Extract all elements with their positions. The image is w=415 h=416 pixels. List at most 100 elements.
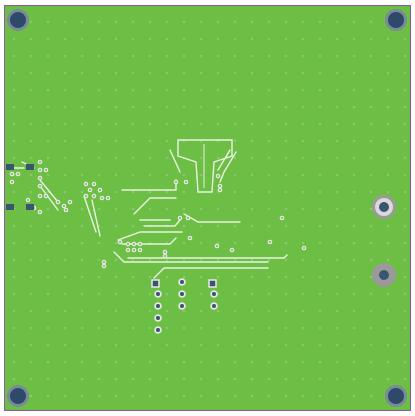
stitch-via	[386, 224, 390, 228]
stitch-via	[318, 309, 322, 313]
stitch-via	[284, 173, 288, 177]
stitch-via	[97, 37, 101, 41]
stitch-via	[284, 258, 288, 262]
stitch-via	[403, 275, 407, 279]
stitch-via	[165, 377, 169, 381]
stitch-via	[131, 224, 135, 228]
stitch-via	[386, 190, 390, 194]
stitch-via	[46, 224, 50, 228]
stitch-via	[233, 377, 237, 381]
stitch-via	[352, 326, 356, 330]
stitch-via	[386, 156, 390, 160]
stitch-via	[216, 88, 220, 92]
stitch-via	[335, 105, 339, 109]
via-icon	[83, 181, 89, 187]
stitch-via	[63, 190, 67, 194]
stitch-via	[80, 292, 84, 296]
stitch-via	[63, 88, 67, 92]
via-icon	[63, 207, 69, 213]
stitch-via	[233, 20, 237, 24]
stitch-via	[182, 241, 186, 245]
stitch-via	[97, 20, 101, 24]
stitch-via	[318, 343, 322, 347]
via-icon	[137, 241, 143, 247]
copper-island-outline	[177, 139, 233, 193]
trace	[113, 251, 269, 263]
stitch-via	[114, 139, 118, 143]
stitch-via	[12, 54, 16, 58]
stitch-via	[46, 360, 50, 364]
stitch-via	[182, 258, 186, 262]
stitch-via	[12, 122, 16, 126]
stitch-via	[369, 326, 373, 330]
via-icon	[131, 241, 137, 247]
stitch-via	[284, 377, 288, 381]
pad-icon	[208, 279, 217, 288]
stitch-via	[250, 224, 254, 228]
stitch-via	[131, 360, 135, 364]
stitch-via	[386, 139, 390, 143]
stitch-via	[386, 309, 390, 313]
stitch-via	[114, 275, 118, 279]
stitch-via	[148, 207, 152, 211]
stitch-via	[216, 241, 220, 245]
trace	[143, 219, 181, 227]
stitch-via	[403, 88, 407, 92]
stitch-via	[369, 224, 373, 228]
stitch-via	[369, 71, 373, 75]
stitch-via	[352, 190, 356, 194]
stitch-via	[80, 105, 84, 109]
stitch-via	[250, 122, 254, 126]
stitch-via	[301, 275, 305, 279]
stitch-via	[267, 224, 271, 228]
stitch-via	[114, 156, 118, 160]
stitch-via	[199, 207, 203, 211]
stitch-via	[182, 394, 186, 398]
stitch-via	[267, 343, 271, 347]
stitch-via	[12, 326, 16, 330]
stitch-via	[97, 71, 101, 75]
stitch-via	[80, 20, 84, 24]
stitch-via	[284, 207, 288, 211]
stitch-via	[199, 122, 203, 126]
stitch-via	[284, 224, 288, 228]
stitch-via	[131, 326, 135, 330]
stitch-via	[131, 377, 135, 381]
mounting-hole-icon	[385, 9, 407, 31]
stitch-via	[97, 326, 101, 330]
via-icon	[91, 193, 97, 199]
stitch-via	[403, 309, 407, 313]
via-icon	[178, 278, 186, 286]
via-icon	[91, 181, 97, 187]
stitch-via	[369, 190, 373, 194]
via-icon	[267, 239, 273, 245]
stitch-via	[335, 173, 339, 177]
stitch-via	[318, 241, 322, 245]
stitch-via	[216, 224, 220, 228]
stitch-via	[318, 207, 322, 211]
via-icon	[99, 195, 105, 201]
stitch-via	[165, 37, 169, 41]
stitch-via	[29, 343, 33, 347]
stitch-via	[301, 241, 305, 245]
stitch-via	[335, 224, 339, 228]
stitch-via	[63, 377, 67, 381]
stitch-via	[12, 258, 16, 262]
stitch-via	[97, 241, 101, 245]
stitch-via	[80, 156, 84, 160]
stitch-via	[63, 241, 67, 245]
stitch-via	[352, 207, 356, 211]
stitch-via	[318, 258, 322, 262]
stitch-via	[250, 377, 254, 381]
stitch-via	[369, 275, 373, 279]
stitch-via	[267, 326, 271, 330]
stitch-via	[63, 326, 67, 330]
stitch-via	[63, 105, 67, 109]
via-icon	[229, 247, 235, 253]
stitch-via	[335, 343, 339, 347]
stitch-via	[97, 292, 101, 296]
stitch-via	[250, 360, 254, 364]
stitch-via	[216, 258, 220, 262]
stitch-via	[284, 88, 288, 92]
stitch-via	[369, 292, 373, 296]
